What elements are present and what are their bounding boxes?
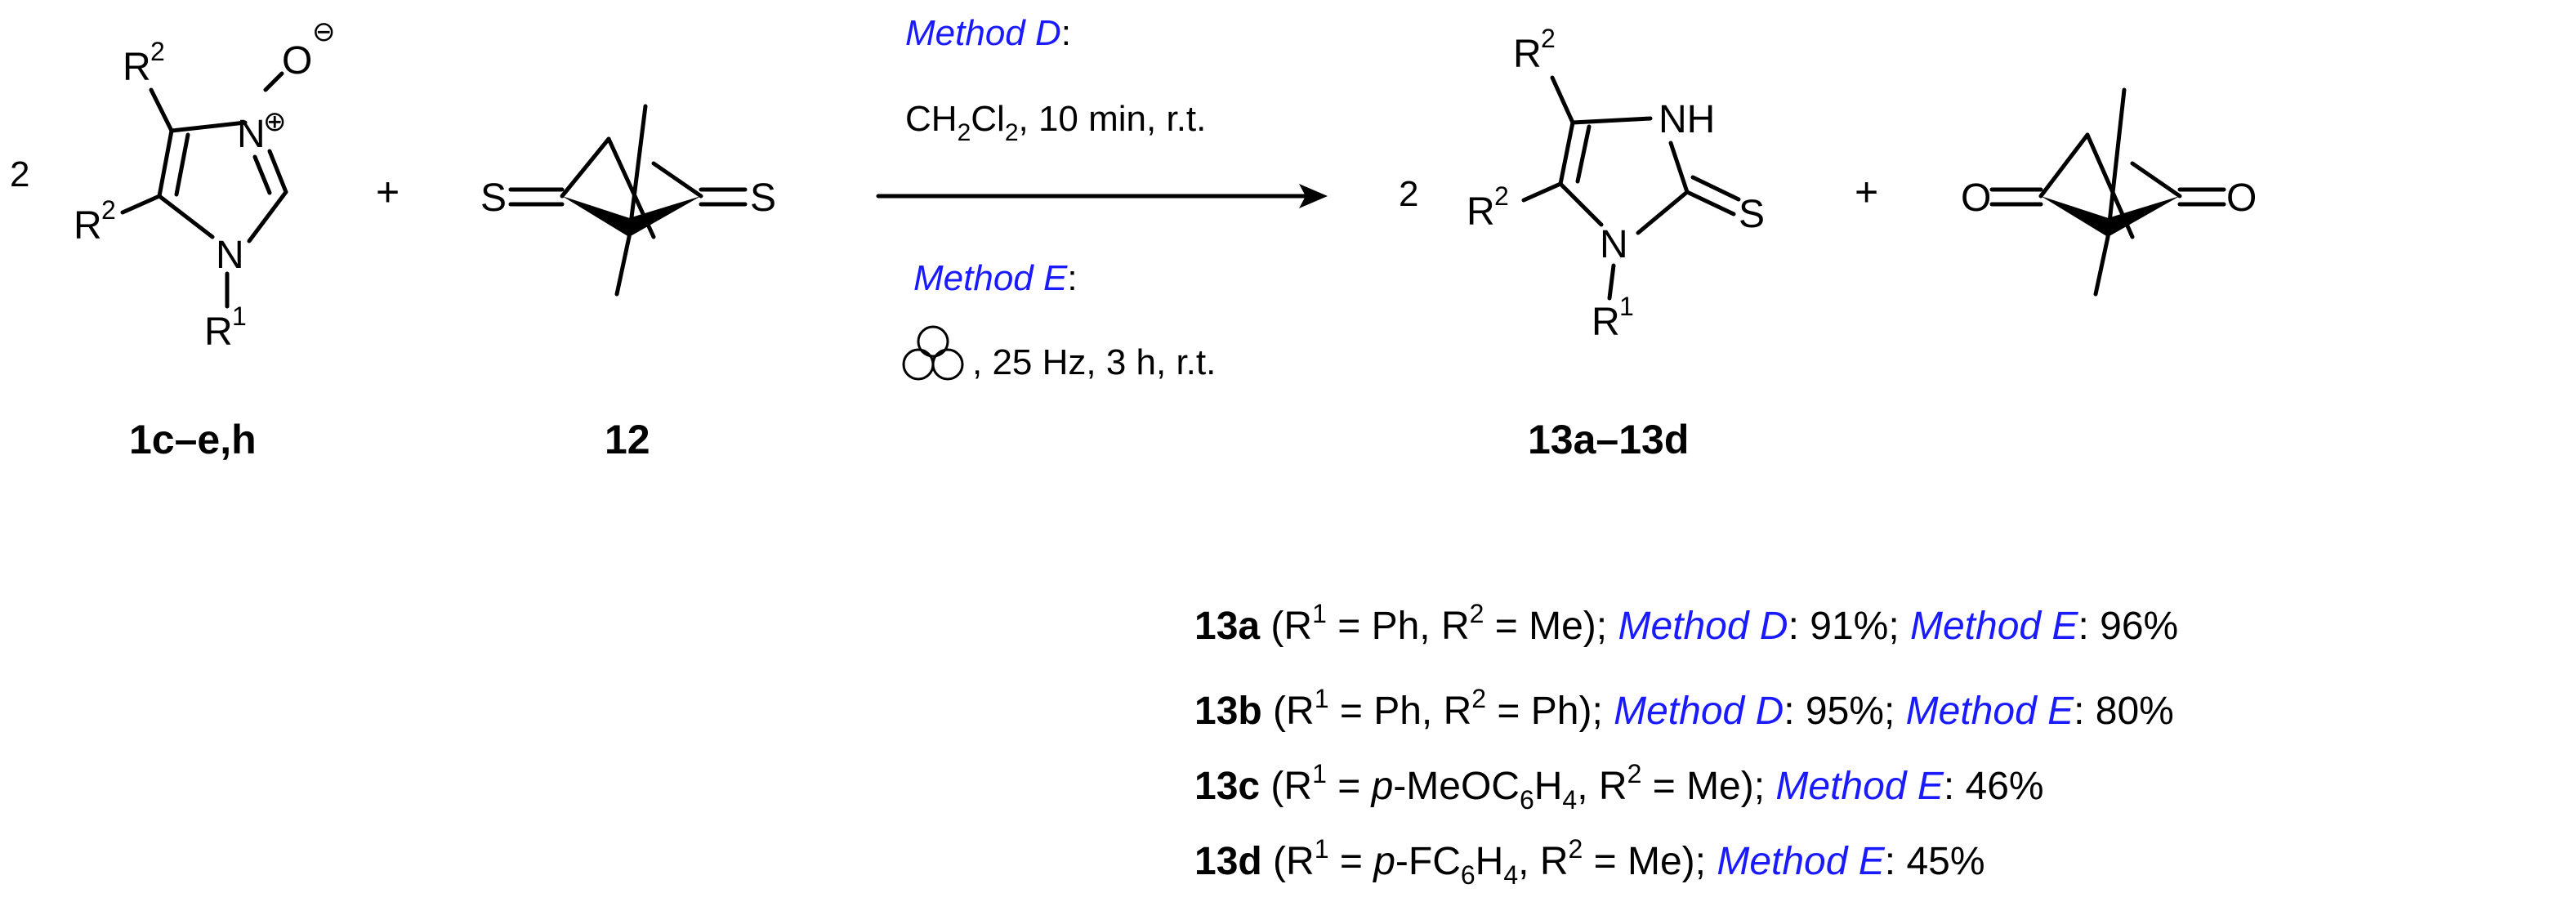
- p-ring-double-bond-c4-c5: [1575, 124, 1592, 184]
- r2-top-superscript: 2: [150, 37, 165, 66]
- p-r2-left-superscript: 2: [1494, 181, 1509, 211]
- p-ring-bond-c4-c5: [1558, 120, 1575, 186]
- reaction-conditions: Method D: CH2Cl2, 10 min, r.t. Method E:…: [876, 13, 1328, 382]
- cage-bridge-inner: [606, 136, 656, 239]
- p-r1-label: R: [1592, 301, 1620, 344]
- reactant2-compound-label: 12: [605, 417, 650, 462]
- r2-left-superscript: 2: [101, 195, 116, 225]
- ring-bond-c5-n1: [157, 194, 215, 239]
- p-cage-bridge-inner: [2085, 132, 2135, 239]
- left-oxygen: O: [1961, 176, 1991, 220]
- right-oxygen: O: [2226, 176, 2257, 220]
- result-row-13a: 13a (R1 = Ph, R2 = Me); Method D: 91%; M…: [1194, 599, 2178, 648]
- ring-bond-c2-n1: [247, 190, 288, 243]
- oxide-oxygen: O: [282, 39, 312, 83]
- p-substituent-bond-c5-r2: [1521, 181, 1563, 203]
- r2-top-label: R: [123, 46, 151, 89]
- reactant1-compound-label: 1c–e,h: [129, 417, 257, 462]
- r1-label: R: [204, 310, 233, 354]
- product-imidazole-thione: 2 R 2 NH R 2 S N R 1 13a–13d: [1399, 24, 1765, 462]
- ring-bond-n3-c2: [267, 149, 288, 194]
- right-sulfur: S: [750, 176, 776, 220]
- product1-compound-label: 13a–13d: [1528, 417, 1689, 462]
- p-cage-wedge-left: [2041, 196, 2116, 237]
- n-oxide-nitrogen: N: [237, 113, 266, 156]
- substituent-bond-c4-r2: [149, 87, 174, 133]
- p-r1-superscript: 1: [1619, 292, 1634, 321]
- cage-methyl-bottom: [614, 234, 632, 297]
- ball-mill-icon: [902, 325, 964, 381]
- plus-sign-2: +: [1855, 169, 1878, 215]
- ring-bond-c4-n3: [169, 120, 248, 133]
- p-cage-bridge-right: [2130, 161, 2182, 199]
- p-ring-nitrogen: N: [1600, 223, 1628, 266]
- results-list: 13a (R1 = Ph, R2 = Me); Method D: 91%; M…: [1194, 599, 2178, 890]
- p-ring-bond-c4-n3: [1570, 116, 1653, 125]
- oxide-minus-charge: ⊖: [312, 16, 336, 47]
- p-substituent-bond-n1-r1: [1607, 263, 1616, 301]
- plus-sign-1: +: [376, 169, 400, 215]
- product-diketone: O O: [1961, 87, 2257, 297]
- result-row-13b: 13b (R1 = Ph, R2 = Ph); Method D: 95%; M…: [1194, 684, 2174, 733]
- reaction-arrow-head: [1299, 184, 1328, 208]
- result-row-13d: 13d (R1 = p-FC6H4, R2 = Me); Method E: 4…: [1194, 834, 1985, 890]
- p-substituent-bond-c4-r2: [1550, 75, 1575, 125]
- p-ring-bond-n3-c2: [1668, 141, 1690, 194]
- p-nh-group: NH: [1659, 98, 1715, 141]
- p-cage-wedge-right: [2100, 196, 2180, 237]
- p-cage-methyl-top: [2105, 87, 2127, 239]
- r1-superscript: 1: [232, 301, 247, 331]
- substituent-bond-n3-o: [263, 71, 284, 92]
- method-d-conditions: CH2Cl2, 10 min, r.t.: [905, 99, 1206, 146]
- reactant-imidazole-n-oxide: 2 R 2 N ⊕ O ⊖ R 2 N R 1 1c–e,h: [10, 16, 336, 462]
- p-cage-bridge-left: [2038, 132, 2090, 199]
- cage-wedge-right: [621, 196, 701, 237]
- r2-left-label: R: [74, 204, 102, 248]
- ring-bond-c4-c5: [157, 128, 174, 199]
- ring-double-bond-c4-c5: [174, 132, 190, 197]
- left-sulfur: S: [480, 176, 507, 220]
- p-r2-top-label: R: [1513, 33, 1542, 76]
- cage-bridge-right: [651, 161, 703, 199]
- reactant-dithione: S S 12: [480, 104, 776, 462]
- p-thione-sulfur: S: [1739, 193, 1765, 236]
- cage-bridge-left: [560, 136, 611, 199]
- p-cs-double-bond-1: [1685, 190, 1736, 217]
- method-e-heading: Method E:: [913, 258, 1078, 298]
- reactant1-coefficient: 2: [10, 154, 29, 194]
- result-row-13c: 13c (R1 = p-MeOC6H4, R2 = Me); Method E:…: [1194, 759, 2044, 815]
- cage-wedge-left: [562, 196, 637, 237]
- product1-coefficient: 2: [1399, 174, 1418, 214]
- cage-methyl-top: [627, 104, 648, 239]
- p-r2-left-label: R: [1467, 190, 1495, 234]
- p-cs-double-bond-2: [1690, 175, 1741, 202]
- n-plus-charge: ⊕: [263, 106, 287, 137]
- method-d-heading: Method D:: [905, 13, 1071, 53]
- p-r2-top-superscript: 2: [1541, 24, 1556, 53]
- ring-double-bond-n3-c2: [252, 154, 272, 195]
- p-ring-bond-c5-n1: [1558, 181, 1604, 227]
- method-e-conditions: , 25 Hz, 3 h, r.t.: [972, 342, 1216, 382]
- ring-nitrogen: N: [216, 234, 244, 277]
- substituent-bond-c5-r2: [120, 194, 162, 215]
- p-ring-bond-c2-n1: [1636, 190, 1690, 235]
- p-cage-methyl-bottom: [2093, 234, 2110, 297]
